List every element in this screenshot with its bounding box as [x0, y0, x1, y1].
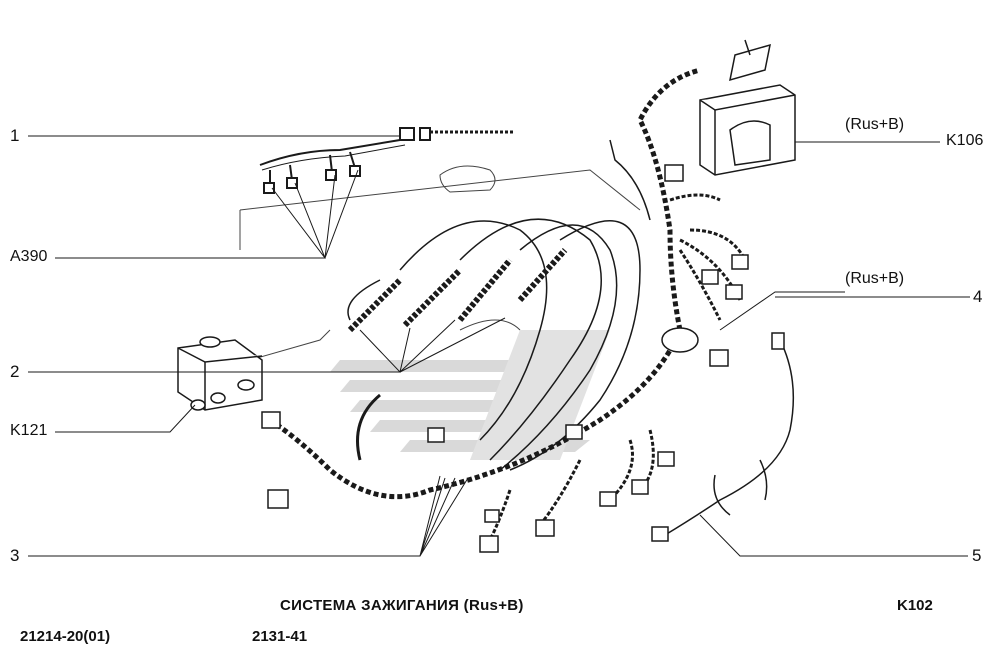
- ecu-harness-4: [609, 67, 749, 367]
- wire-5: [651, 332, 795, 542]
- main-harness-3: [261, 329, 683, 553]
- catalog-number: 2131-41: [252, 628, 308, 645]
- watermark-logo: [330, 330, 610, 460]
- leader-lines: [28, 135, 970, 557]
- callout-1: 1: [10, 126, 20, 145]
- callout-4: 4: [973, 287, 983, 306]
- sheet-code: K102: [897, 597, 933, 614]
- callout-rus-b-top: (Rus+B): [845, 116, 905, 133]
- callout-k121: K121: [10, 422, 48, 439]
- callout-2: 2: [10, 362, 20, 381]
- injector-harness-1: [259, 127, 515, 194]
- ignition-coil: [177, 336, 263, 411]
- callout-k106: K106: [946, 132, 984, 149]
- callout-5: 5: [972, 546, 982, 565]
- diagram-title: СИСТЕМА ЗАЖИГАНИЯ (Rus+B): [280, 597, 524, 614]
- callout-rus-b-mid: (Rus+B): [845, 270, 905, 287]
- spark-plug-wires: [347, 218, 641, 471]
- callout-a390: A390: [10, 248, 48, 265]
- engine-outline: [239, 165, 641, 361]
- model-number: 21214-20(01): [20, 628, 111, 645]
- ecu-module: [699, 39, 796, 176]
- callout-3: 3: [10, 546, 20, 565]
